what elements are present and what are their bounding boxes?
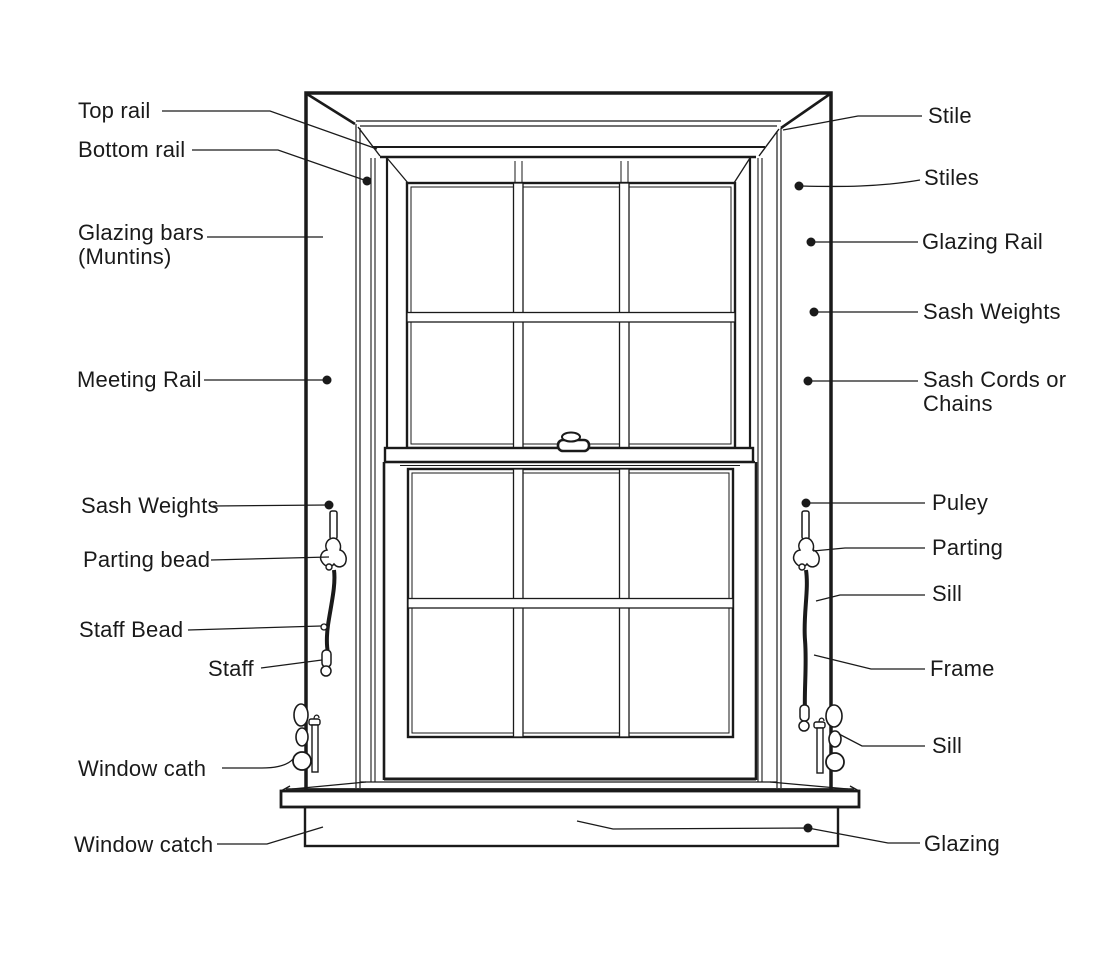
leader-sill-lower [838,733,925,747]
label-sash-cords: Sash Cords or Chains [923,367,1067,416]
dot-bottom-rail [362,176,372,186]
label-staff-bead: Staff Bead [79,617,184,642]
meeting-rail-bar [383,431,755,464]
window-sill [279,781,861,809]
label-bottom-rail: Bottom rail [78,137,186,162]
dot-meeting-rail [322,375,332,385]
leader-staff-bead [187,625,322,631]
leader-parting-bead [210,556,330,561]
label-window-catch: Window catch [74,832,214,857]
leader-frame [813,654,925,670]
label-sill-lower: Sill [932,733,963,758]
label-parting-bead: Parting bead [83,547,211,572]
label-glazing: Glazing [924,831,1000,856]
label-glazing-bars: Glazing bars (Muntins) [78,220,204,269]
dot-sash-weights-right [809,307,819,317]
label-puley: Puley [932,490,989,515]
leader-top-rail [162,110,378,150]
leader-window-catch [217,826,324,845]
label-parting: Parting [932,535,1004,560]
leader-stile [782,115,922,131]
apron-board [303,805,840,848]
left-window-catch-hardware [292,703,321,773]
leader-parting [812,547,925,552]
dot-glazing-rail [806,237,816,247]
label-sash-weights-right: Sash Weights [923,299,1061,324]
leader-sash-weights-left [212,504,329,507]
left-pulley-and-cord [319,510,347,677]
right-pulley-and-cord [792,510,820,732]
label-meeting-rail: Meeting Rail [77,367,202,392]
label-sash-weights-left: Sash Weights [81,493,219,518]
pulley-icon [319,537,347,568]
dot-glazing [803,823,813,833]
sash-lift [556,431,591,453]
upper-sash [385,157,752,450]
dot-sash-weights-left [324,500,334,510]
label-stile: Stile [928,103,972,128]
pulley-icon [792,537,820,568]
lower-sash [382,460,758,781]
leader-sill-upper [815,594,925,602]
leader-lines [162,110,925,845]
leader-stiles [800,179,921,188]
label-sill-upper: Sill [932,581,963,606]
label-window-cath: Window cath [78,756,207,781]
right-window-catch-hardware [813,704,845,774]
leader-bottom-rail [192,149,368,182]
label-top-rail: Top rail [78,98,151,123]
leader-glazing [576,820,920,844]
label-stiles: Stiles [924,165,979,190]
dot-stiles [794,181,804,191]
label-staff: Staff [208,656,254,681]
leader-window-cath [222,757,295,769]
label-glazing-rail: Glazing Rail [922,229,1044,254]
leader-staff [260,659,323,669]
leader-dots [322,176,819,833]
label-frame: Frame [930,656,995,681]
dot-puley [801,498,811,508]
dot-sash-cords [803,376,813,386]
